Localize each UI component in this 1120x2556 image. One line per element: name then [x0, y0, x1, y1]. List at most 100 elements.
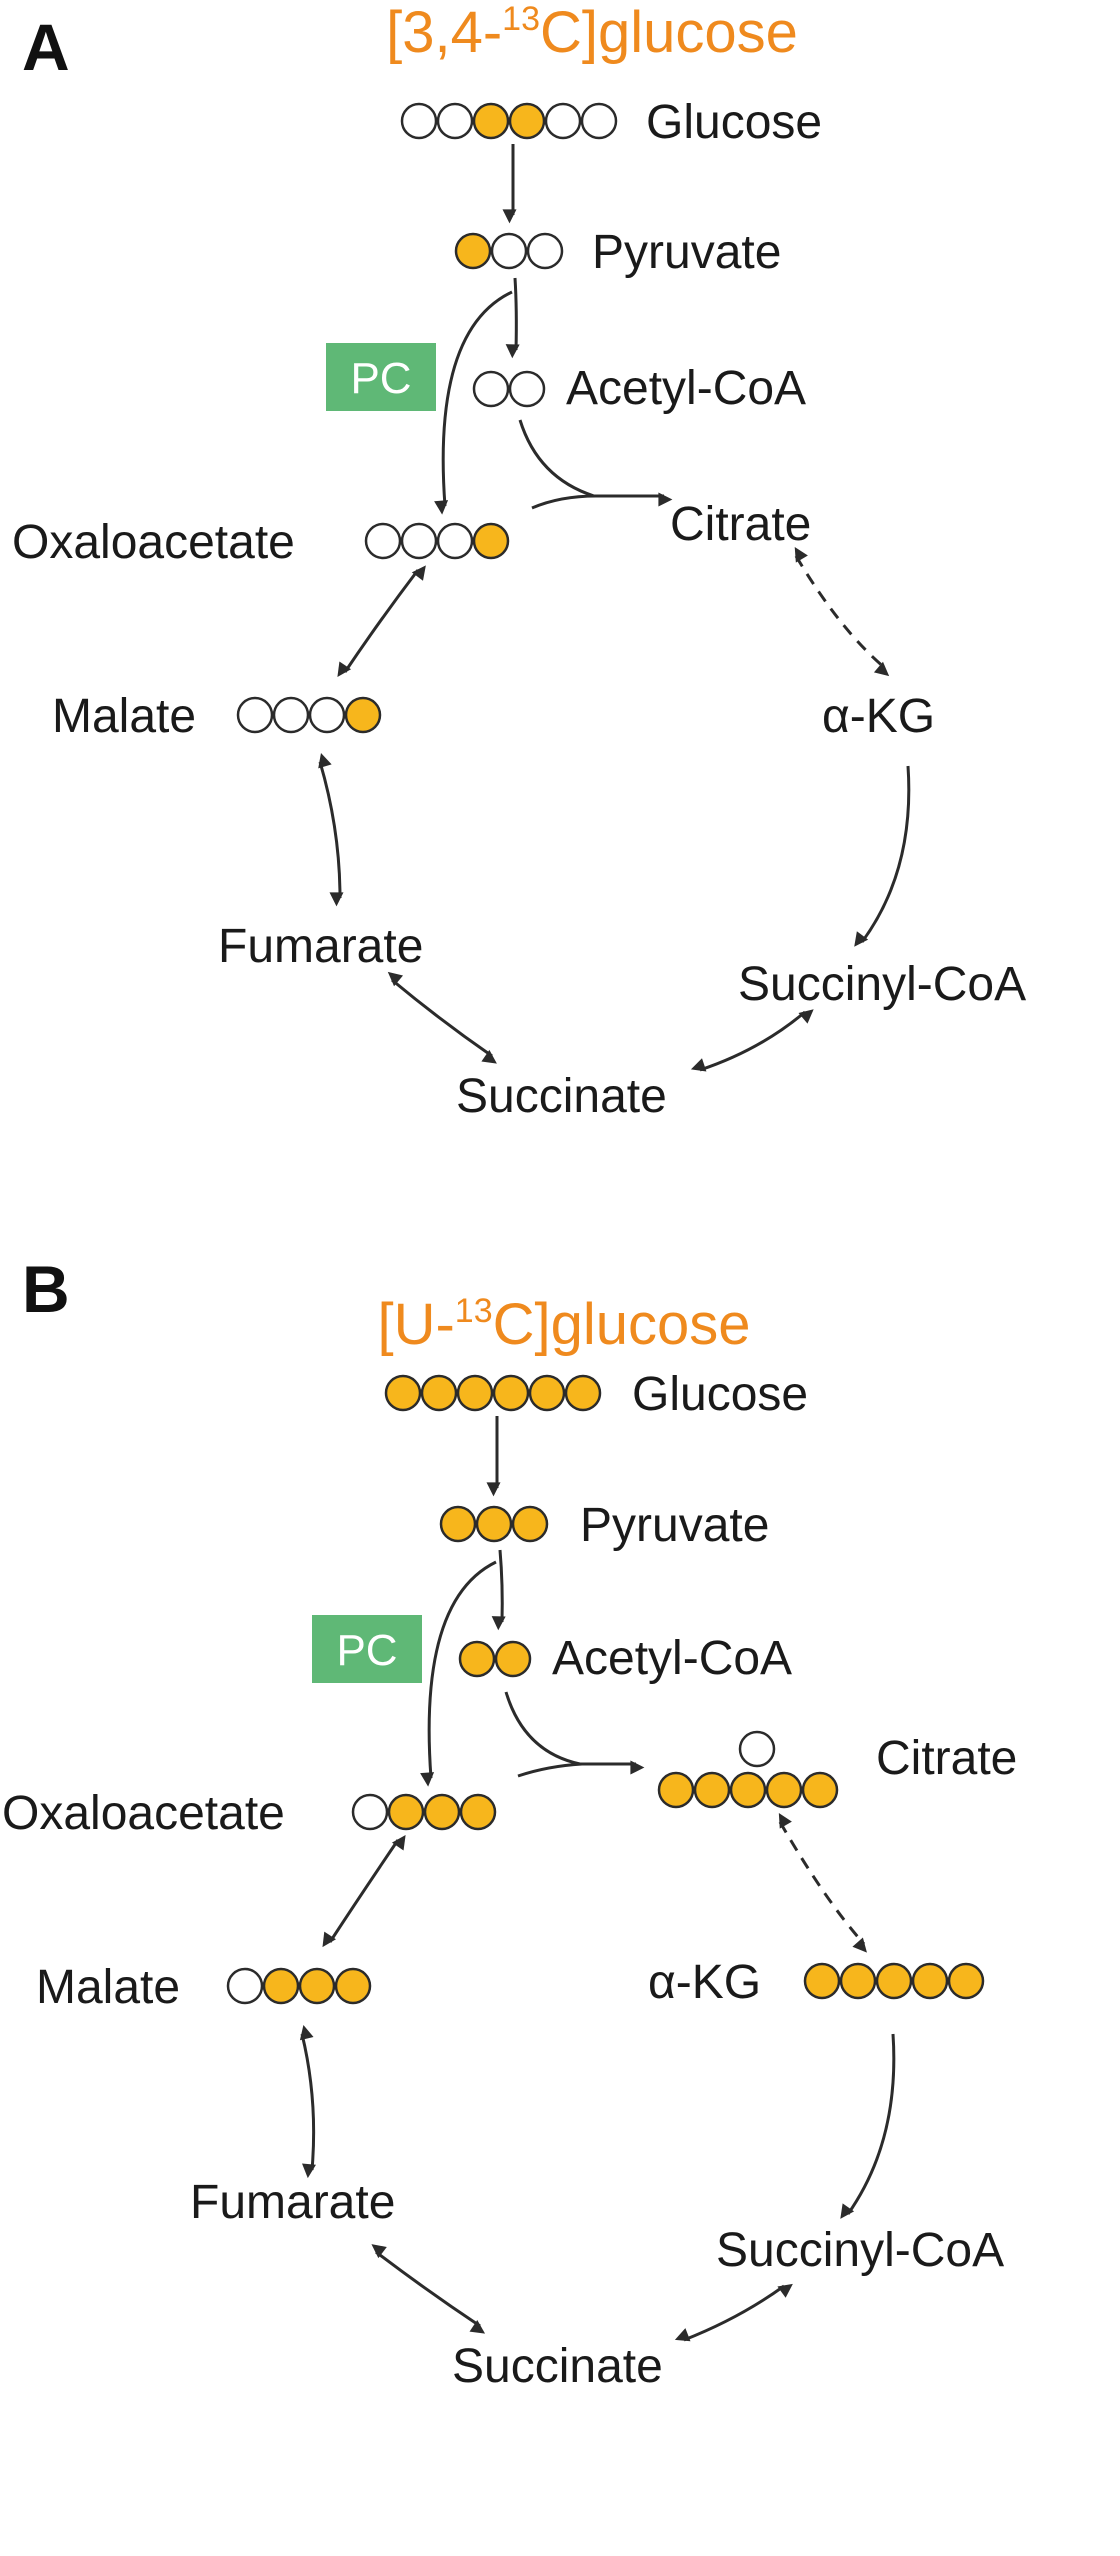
filled-circle-icon	[947, 1962, 985, 2000]
filled-circle-icon	[803, 1962, 841, 2000]
panel-letter: B	[22, 1252, 70, 1326]
filled-circle-icon	[334, 1967, 372, 2005]
metabolite-acetyl-coa: Acetyl-CoA	[566, 362, 806, 415]
arrow-acetyl-coa-citrate	[518, 419, 673, 507]
empty-circle-icon	[738, 1730, 776, 1768]
oxaloacetate-atoms	[351, 1793, 497, 1831]
metabolite-oxaloacetate: Oxaloacetate	[2, 1787, 285, 1840]
empty-circle-icon	[436, 102, 474, 140]
filled-circle-icon	[801, 1771, 839, 1809]
arrow-malate-fumarate	[318, 752, 344, 907]
metabolite-glucose: Glucose	[646, 96, 822, 149]
empty-circle-icon	[272, 696, 310, 734]
filled-circle-icon	[298, 1967, 336, 2005]
metabolite-pyruvate: Pyruvate	[580, 1499, 769, 1552]
empty-circle-icon	[351, 1793, 389, 1831]
citrate-atoms	[657, 1771, 839, 1809]
arrow-malate-fumarate	[299, 2025, 316, 2179]
oxaloacetate-atoms	[364, 522, 510, 560]
metabolite-akg: α-KG	[648, 1956, 761, 2009]
metabolite-succinate: Succinate	[452, 2340, 663, 2393]
filled-circle-icon	[911, 1962, 949, 2000]
pc-label: PC	[350, 354, 411, 403]
arrow-pyruvate-acetyl-coa	[491, 1549, 506, 1631]
arrow-citrate-akg	[778, 1812, 867, 1953]
metabolite-fumarate: Fumarate	[218, 920, 423, 973]
filled-circle-icon	[472, 102, 510, 140]
filled-circle-icon	[423, 1793, 461, 1831]
filled-circle-icon	[384, 1374, 422, 1412]
empty-circle-icon	[226, 1967, 264, 2005]
filled-circle-icon	[511, 1505, 549, 1543]
empty-circle-icon	[580, 102, 618, 140]
pc-enzyme-box: PC	[312, 1615, 422, 1683]
metabolite-oxaloacetate: Oxaloacetate	[12, 516, 295, 569]
arrow-oxaloacetate-citrate	[517, 1762, 583, 1778]
arrow-succinate-fumarate	[387, 971, 497, 1064]
empty-circle-icon	[236, 696, 274, 734]
arrow-citrate-akg	[794, 546, 890, 677]
acetyl-coa-atoms	[458, 1640, 532, 1678]
filled-circle-icon	[528, 1374, 566, 1412]
arrow-oxaloacetate-citrate	[531, 494, 597, 510]
citrate-branch-atom	[738, 1730, 776, 1768]
arrow-pyruvate-oxaloacetate	[420, 1560, 497, 1787]
filled-circle-icon	[454, 232, 492, 270]
metabolite-citrate: Citrate	[876, 1732, 1017, 1785]
pc-enzyme-box: PC	[326, 343, 436, 411]
filled-circle-icon	[564, 1374, 602, 1412]
filled-circle-icon	[729, 1771, 767, 1809]
empty-circle-icon	[526, 232, 564, 270]
filled-circle-icon	[494, 1640, 532, 1678]
empty-circle-icon	[364, 522, 402, 560]
arrow-succinate-fumarate	[371, 2244, 486, 2334]
empty-circle-icon	[308, 696, 346, 734]
filled-circle-icon	[456, 1374, 494, 1412]
panel-a: A [3,4-13C]glucose Glucose Pyruvate Acet…	[12, 0, 1026, 1123]
glucose-atoms	[400, 102, 618, 140]
arrow-pyruvate-oxaloacetate	[434, 290, 513, 515]
filled-circle-icon	[459, 1793, 497, 1831]
filled-circle-icon	[693, 1771, 731, 1809]
metabolite-citrate: Citrate	[670, 498, 811, 551]
filled-circle-icon	[875, 1962, 913, 2000]
arrow-akg-succinyl-coa	[840, 2033, 896, 2219]
filled-circle-icon	[387, 1793, 425, 1831]
metabolite-malate: Malate	[36, 1961, 180, 2014]
filled-circle-icon	[475, 1505, 513, 1543]
pc-label: PC	[336, 1626, 397, 1675]
empty-circle-icon	[508, 370, 546, 408]
filled-circle-icon	[458, 1640, 496, 1678]
filled-circle-icon	[508, 102, 546, 140]
arrow-succinyl-coa-succinate	[674, 2283, 793, 2342]
metabolite-malate: Malate	[52, 690, 196, 743]
filled-circle-icon	[472, 522, 510, 560]
arrow-akg-succinyl-coa	[854, 765, 911, 947]
pyruvate-atoms	[439, 1505, 549, 1543]
metabolite-glucose: Glucose	[632, 1368, 808, 1421]
metabolite-acetyl-coa: Acetyl-CoA	[552, 1632, 792, 1685]
metabolite-succinyl-coa: Succinyl-CoA	[738, 958, 1026, 1011]
empty-circle-icon	[400, 102, 438, 140]
empty-circle-icon	[400, 522, 438, 560]
arrow-acetyl-coa-citrate	[504, 1691, 645, 1775]
acetyl-coa-atoms	[472, 370, 546, 408]
empty-circle-icon	[472, 370, 510, 408]
malate-atoms	[236, 696, 382, 734]
filled-circle-icon	[262, 1967, 300, 2005]
metabolite-fumarate: Fumarate	[190, 2176, 395, 2229]
filled-circle-icon	[344, 696, 382, 734]
pyruvate-atoms	[454, 232, 564, 270]
filled-circle-icon	[492, 1374, 530, 1412]
filled-circle-icon	[765, 1771, 803, 1809]
arrow-succinyl-coa-succinate	[690, 1009, 814, 1072]
empty-circle-icon	[436, 522, 474, 560]
empty-circle-icon	[490, 232, 528, 270]
tracer-title: [U-13C]glucose	[377, 1292, 750, 1357]
arrow-oxaloacetate-malate	[322, 1835, 406, 1948]
empty-circle-icon	[544, 102, 582, 140]
panel-letter: A	[22, 10, 70, 84]
metabolite-akg: α-KG	[822, 690, 935, 743]
metabolite-succinate: Succinate	[456, 1070, 667, 1123]
